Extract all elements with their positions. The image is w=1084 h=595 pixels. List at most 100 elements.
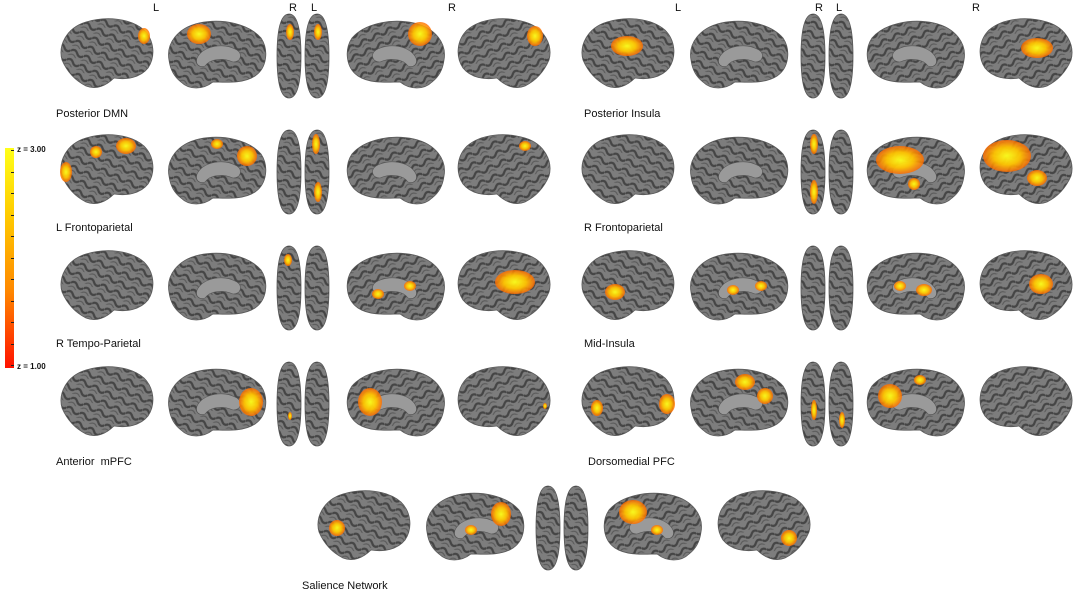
activation-blob — [757, 388, 773, 404]
hemisphere — [828, 245, 854, 331]
colorbar-tick — [11, 171, 14, 173]
activation-blob — [619, 500, 647, 524]
brain-surface-lateral — [717, 490, 811, 560]
hemisphere — [304, 361, 330, 447]
brain-surface-medial — [168, 20, 267, 89]
activation-blob — [286, 24, 294, 40]
brain-surface-lateral — [317, 490, 411, 560]
hemisphere — [276, 129, 302, 215]
activation-blob — [491, 502, 511, 526]
orientation-label-left: L — [836, 2, 843, 14]
colorbar-tick — [11, 300, 14, 302]
brain-surface-medial — [346, 20, 445, 89]
activation-blob — [211, 139, 223, 149]
hemisphere — [563, 485, 589, 571]
hemisphere — [828, 361, 854, 447]
hemisphere — [276, 245, 302, 331]
brain-surface-dorsal — [276, 129, 330, 215]
activation-blob — [1027, 170, 1047, 186]
colorbar-tick — [11, 193, 14, 194]
brain-surface-dorsal — [276, 13, 330, 99]
brain-surface-dorsal — [800, 13, 854, 99]
brain-surface-lateral — [457, 366, 551, 436]
network-label-dorsomedial-pfc: Dorsomedial PFC — [588, 456, 675, 468]
activation-blob — [372, 289, 384, 299]
network-label-posterior-dmn: Posterior DMN — [56, 108, 129, 120]
brain-surface-dorsal — [800, 129, 854, 215]
activation-blob — [810, 180, 818, 204]
orientation-label-right: R — [815, 2, 823, 14]
activation-blob — [735, 374, 755, 390]
activation-blob — [90, 146, 102, 158]
activation-blob — [288, 412, 292, 420]
activation-blob — [312, 134, 320, 154]
activation-blob — [404, 281, 416, 291]
brain-surface-lateral — [581, 250, 675, 320]
orientation-label-left: L — [311, 2, 318, 14]
colorbar — [5, 148, 14, 368]
hemisphere — [304, 129, 330, 215]
activation-blob — [611, 36, 643, 56]
network-label-salience-network: Salience Network — [302, 580, 388, 592]
hemisphere — [276, 13, 302, 99]
activation-blob — [916, 284, 932, 296]
activation-blob — [465, 525, 477, 535]
brain-surface-medial — [866, 252, 965, 321]
brain-surface-medial — [168, 136, 267, 205]
brain-surface-lateral — [979, 134, 1073, 204]
activation-blob — [116, 138, 136, 154]
brain-surface-medial — [866, 368, 965, 437]
brain-surface-lateral — [581, 134, 675, 204]
activation-blob — [329, 520, 345, 536]
brain-surface-lateral — [60, 250, 154, 320]
brain-surface-lateral — [457, 18, 551, 88]
activation-blob — [314, 24, 322, 40]
brain-surface-lateral — [979, 366, 1073, 436]
brain-surface-lateral — [457, 134, 551, 204]
hemisphere — [800, 129, 826, 215]
brain-surface-medial — [866, 20, 965, 89]
orientation-label-left: L — [153, 2, 160, 14]
brain-surface-medial — [346, 136, 445, 205]
hemisphere — [800, 13, 826, 99]
activation-blob — [727, 285, 739, 295]
brain-surface-lateral — [581, 18, 675, 88]
colorbar-max-label: z = 3.00 — [17, 145, 46, 154]
activation-blob — [605, 284, 625, 300]
brain-surface-medial — [866, 136, 965, 205]
brain-surface-lateral — [60, 18, 154, 88]
brain-surface-medial — [168, 368, 267, 437]
activation-blob — [239, 388, 263, 416]
orientation-label-right: R — [448, 2, 456, 14]
brain-surface-medial — [603, 492, 702, 561]
activation-blob — [358, 388, 382, 416]
hemisphere — [304, 13, 330, 99]
activation-blob — [519, 141, 531, 151]
brain-surface-dorsal — [276, 245, 330, 331]
activation-blob — [894, 281, 906, 291]
activation-blob — [781, 530, 797, 546]
brain-surface-medial — [168, 252, 267, 321]
activation-blob — [839, 412, 845, 428]
hemisphere — [304, 245, 330, 331]
colorbar-tick — [11, 365, 14, 366]
orientation-label-right: R — [972, 2, 980, 14]
activation-blob — [810, 134, 818, 154]
hemisphere — [535, 485, 561, 571]
hemisphere — [828, 13, 854, 99]
activation-blob — [314, 182, 322, 202]
brain-surface-lateral — [457, 250, 551, 320]
hemisphere — [828, 129, 854, 215]
activation-blob — [495, 270, 535, 294]
activation-blob — [1029, 274, 1053, 294]
brain-surface-dorsal — [535, 485, 589, 571]
activation-blob — [811, 400, 817, 420]
colorbar-tick — [11, 279, 14, 280]
brain-surface-lateral — [979, 250, 1073, 320]
activation-blob — [138, 28, 150, 44]
activation-blob — [60, 162, 72, 182]
activation-blob — [1021, 38, 1053, 58]
brain-surface-dorsal — [800, 245, 854, 331]
orientation-label-right: R — [289, 2, 297, 14]
